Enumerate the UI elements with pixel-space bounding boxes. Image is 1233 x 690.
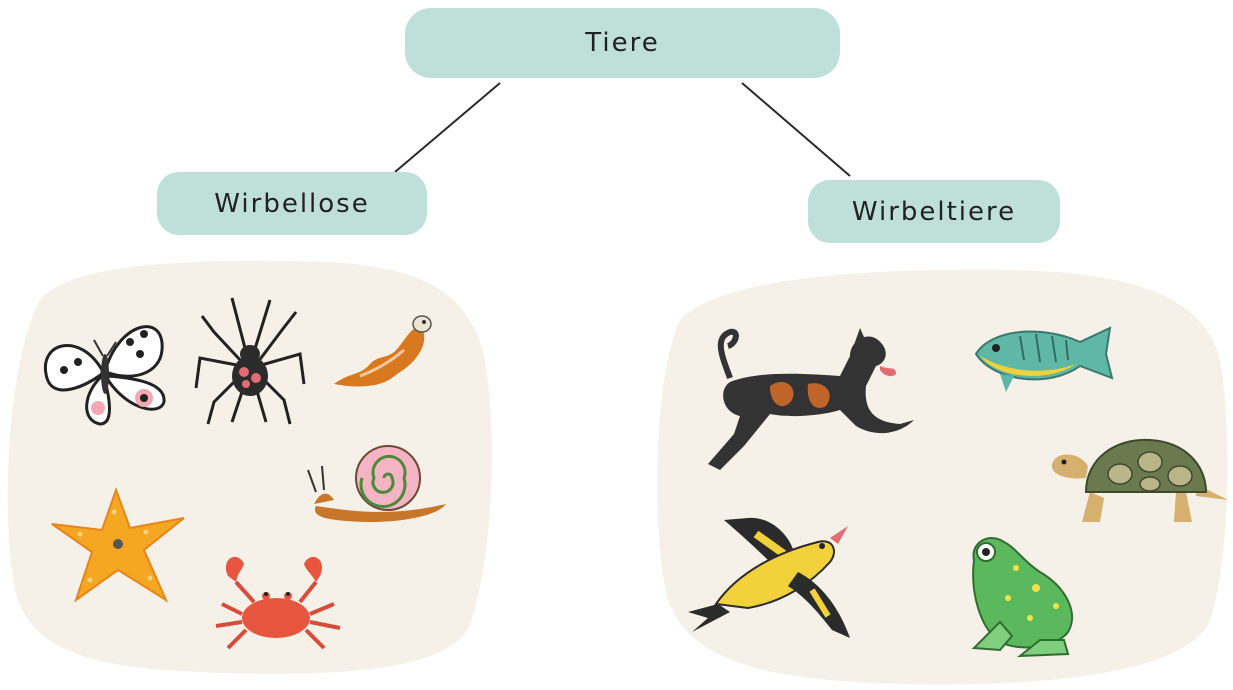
invertebrates-category-box: Wirbellose <box>157 172 427 235</box>
starfish-icon <box>50 488 186 606</box>
frog-icon <box>960 532 1084 658</box>
root-category-box: Tiere <box>405 8 840 78</box>
invertebrates-category-label: Wirbellose <box>214 189 369 219</box>
snail-icon <box>306 440 452 526</box>
caterpillar-icon <box>330 312 440 392</box>
fish-icon <box>970 316 1120 396</box>
bird-icon <box>688 512 858 642</box>
dog-icon <box>700 326 920 476</box>
butterfly-icon <box>40 312 170 430</box>
root-category-label: Tiere <box>585 28 659 58</box>
vertebrates-category-label: Wirbeltiere <box>852 197 1016 227</box>
crab-icon <box>208 548 348 660</box>
turtle-icon <box>1046 436 1230 528</box>
vertebrates-category-box: Wirbeltiere <box>808 180 1060 243</box>
spider-icon <box>192 292 308 432</box>
